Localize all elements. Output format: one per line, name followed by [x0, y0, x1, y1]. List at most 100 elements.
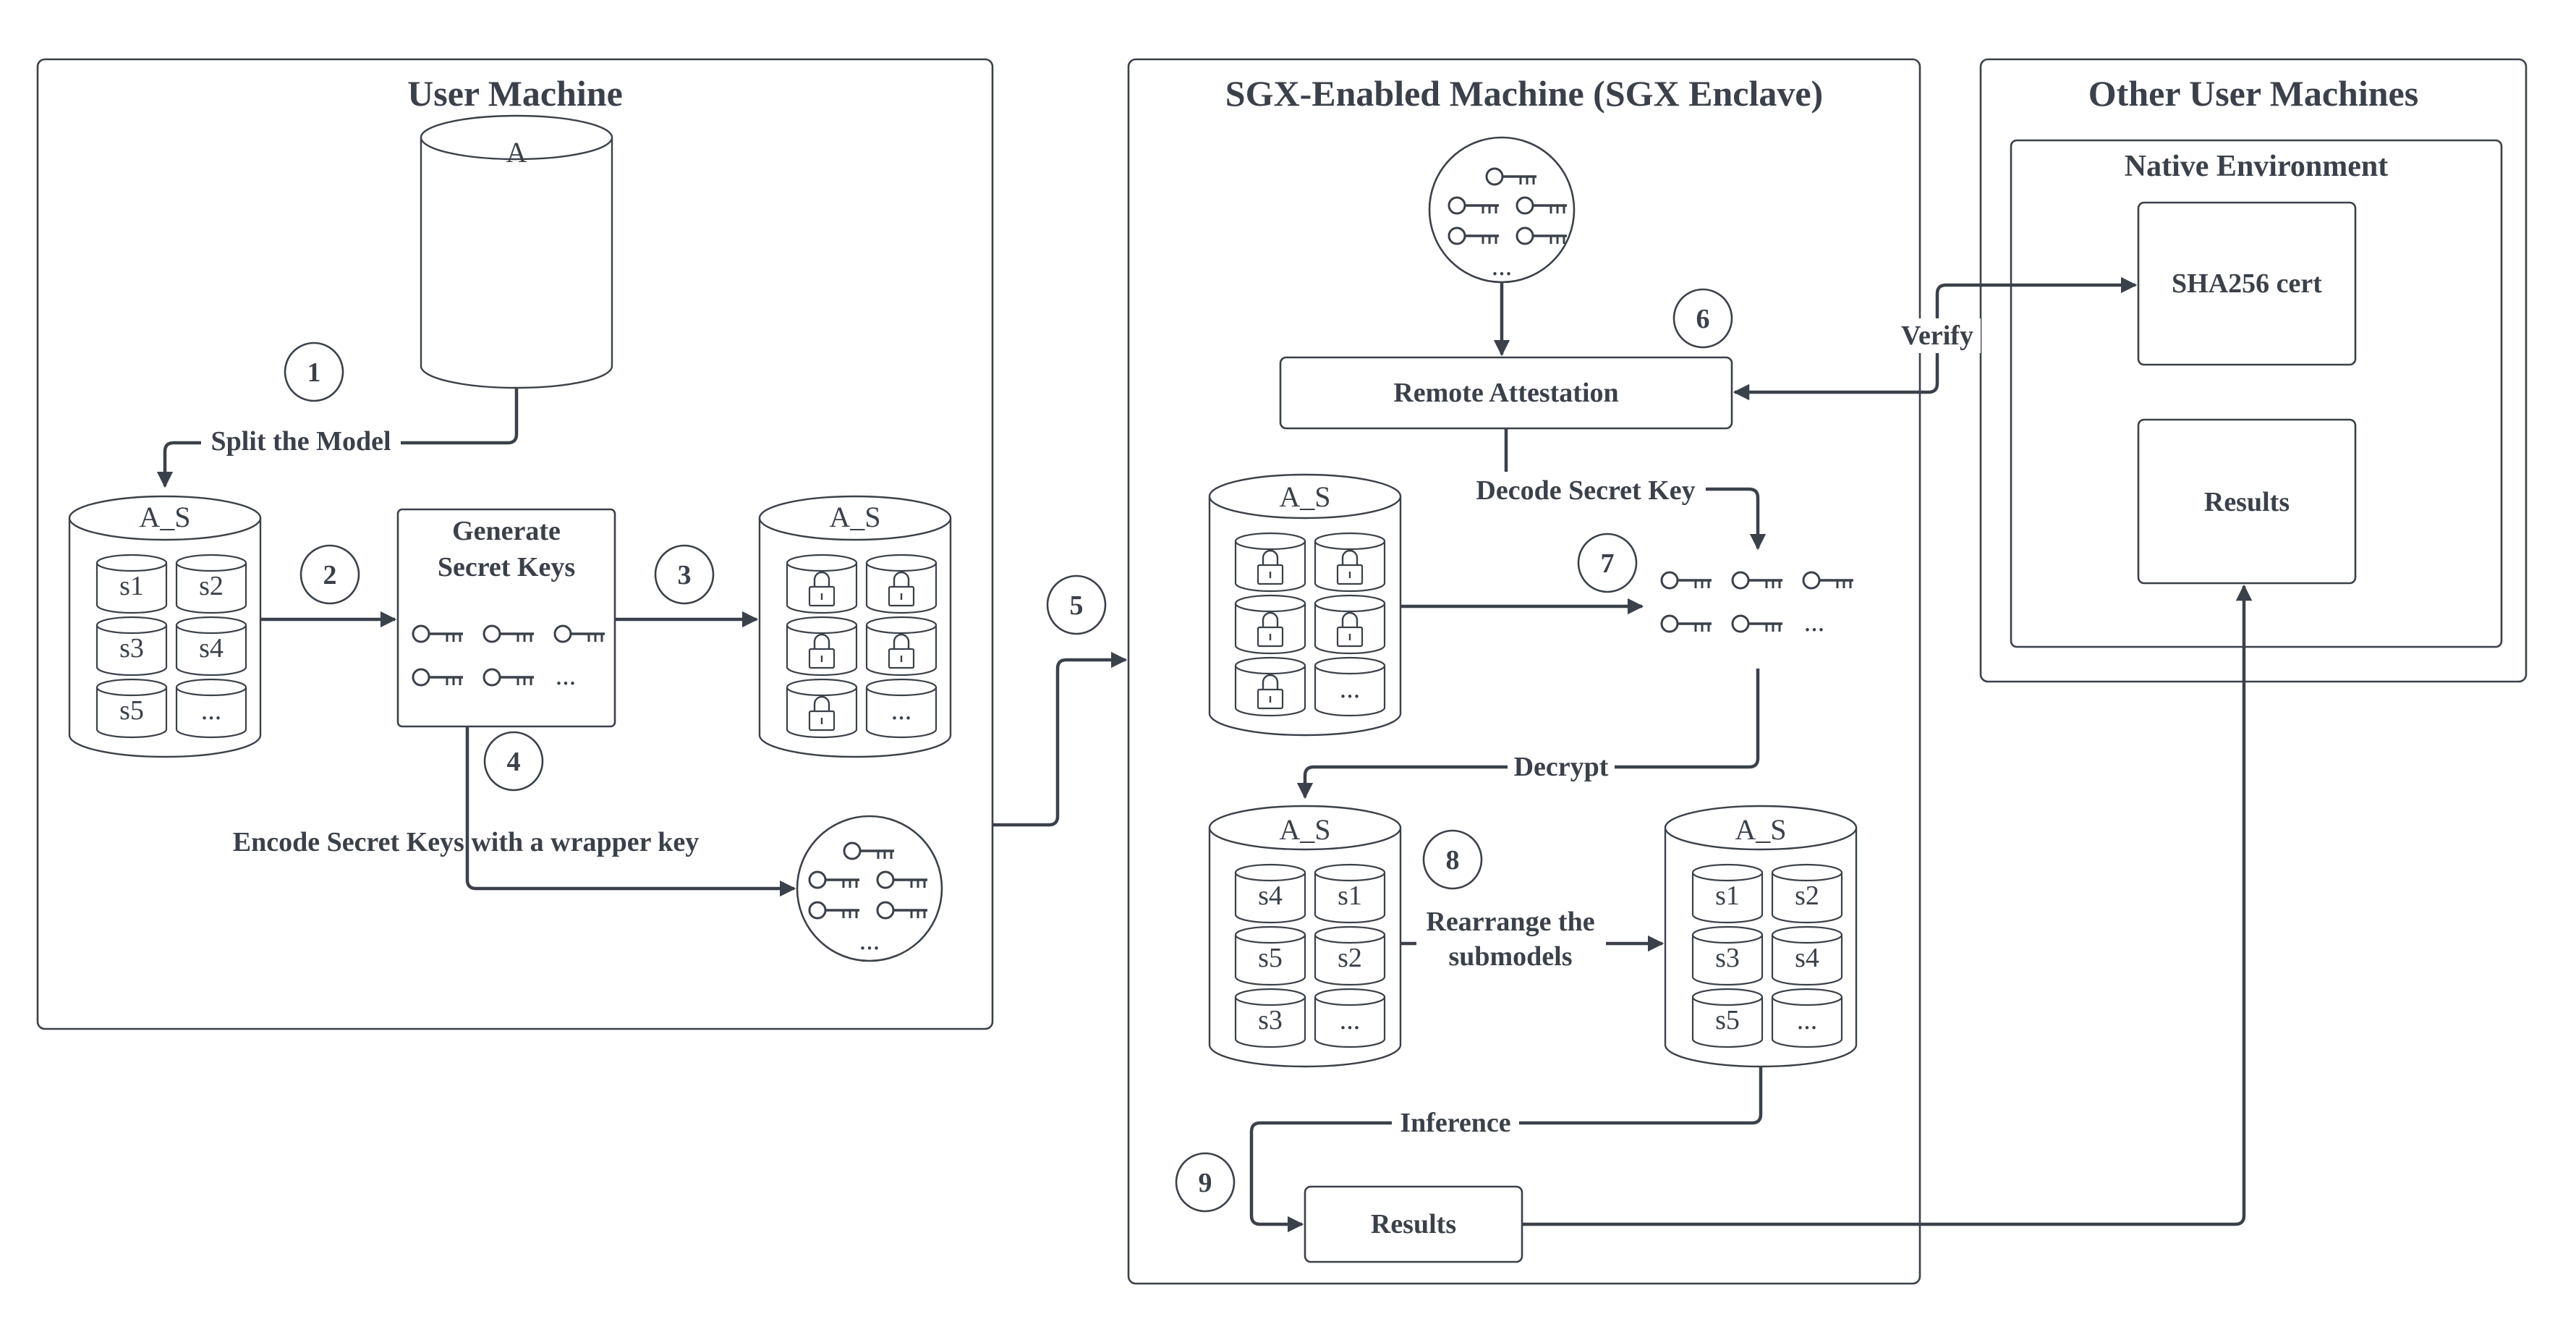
svg-text:s5: s5: [1258, 943, 1283, 973]
submodel-s1: s1: [95, 554, 168, 614]
sgx-machine-title: SGX-Enabled Machine (SGX Enclave): [1225, 73, 1823, 114]
step-9: 9: [1175, 1152, 1236, 1213]
a-s-label: A_S: [1279, 480, 1330, 513]
submodel-s4: s4: [1771, 925, 1843, 986]
submodel-more: ...: [1771, 988, 1843, 1048]
locked-submodel: [865, 554, 938, 614]
svg-text:...: ...: [1797, 1005, 1818, 1035]
locked-submodel: [865, 616, 938, 677]
svg-text:s3: s3: [1715, 943, 1740, 973]
enclave-results-label: Results: [1371, 1209, 1456, 1239]
svg-text:6: 6: [1696, 304, 1710, 334]
other-machines-title: Other User Machines: [2088, 73, 2418, 114]
locked-submodel: [1234, 656, 1306, 717]
step-3: 3: [654, 544, 715, 605]
a-s-cylinder-left: A_S s1 s2 s3 s4 s5 ...: [68, 495, 262, 758]
svg-text:1: 1: [307, 357, 321, 388]
svg-text:s5: s5: [1715, 1005, 1740, 1035]
step-8: 8: [1422, 829, 1483, 890]
edge-to-sgx: [992, 651, 1128, 827]
step-numbers: 1 2 3 4 5 6 7 8 9: [284, 288, 1733, 1213]
split-label: Split the Model: [211, 426, 391, 457]
svg-text:...: ...: [1492, 251, 1513, 281]
locked-submodel: [1234, 594, 1306, 655]
step-7: 7: [1577, 533, 1638, 593]
svg-text:...: ...: [1340, 674, 1361, 704]
svg-text:s4: s4: [1258, 881, 1283, 911]
decrypt-label: Decrypt: [1514, 752, 1609, 782]
svg-text:3: 3: [678, 560, 692, 590]
svg-text:s4: s4: [199, 633, 224, 664]
decode-label: Decode Secret Key: [1476, 475, 1695, 506]
verify-label: Verify: [1901, 321, 1973, 351]
submodel-more: ...: [1314, 656, 1386, 717]
locked-submodel: [786, 554, 858, 614]
svg-text:s2: s2: [1338, 943, 1362, 973]
submodel-s3: s3: [1234, 988, 1306, 1048]
generate-keys-label-1: Generate: [452, 516, 561, 546]
enclave-results-box: Results: [1304, 1185, 1523, 1263]
remote-attestation-label: Remote Attestation: [1393, 378, 1618, 408]
svg-text:s1: s1: [1338, 881, 1362, 911]
user-machine-title: User Machine: [407, 73, 623, 114]
step-1: 1: [284, 342, 344, 402]
edge-labels: Split the Model Encode Secret Keys with …: [201, 318, 1981, 1140]
decoded-keys-group: ...: [1660, 571, 1855, 637]
svg-text:s1: s1: [119, 571, 144, 601]
native-results-label: Results: [2204, 487, 2290, 517]
edge-results-to-native: [1522, 584, 2253, 1226]
a-s-cylinder-encrypted: A_S ...: [758, 495, 952, 758]
a-s-cylinder-rearranged: A_S s1 s2 s3 s4 s5 ...: [1664, 805, 1858, 1068]
wrapped-keys-circle: ...: [796, 815, 943, 962]
submodel-s2: s2: [1771, 863, 1843, 924]
locked-submodel: [786, 616, 858, 677]
sha256-cert-box: SHA256 cert: [2137, 201, 2357, 366]
svg-text:s3: s3: [119, 633, 144, 664]
generate-keys-label-2: Secret Keys: [438, 552, 575, 582]
svg-text:...: ...: [891, 695, 912, 726]
submodel-s5: s5: [1234, 925, 1306, 986]
submodel-s3: s3: [95, 616, 168, 677]
svg-text:...: ...: [1340, 1005, 1361, 1035]
a-s-label: A_S: [829, 501, 880, 533]
svg-text:4: 4: [507, 747, 521, 777]
locked-submodel: [786, 678, 858, 739]
locked-submodel: [1234, 532, 1306, 593]
svg-text:...: ...: [201, 695, 222, 726]
svg-text:8: 8: [1446, 845, 1460, 876]
svg-text:5: 5: [1070, 590, 1084, 621]
native-environment-title: Native Environment: [2125, 150, 2388, 183]
submodel-more: ...: [865, 678, 938, 739]
svg-text:s1: s1: [1715, 881, 1740, 911]
submodel-s1: s1: [1314, 863, 1386, 924]
step-4: 4: [483, 731, 544, 792]
submodel-s1: s1: [1691, 863, 1764, 924]
svg-text:9: 9: [1199, 1168, 1212, 1198]
submodel-s2: s2: [1314, 925, 1386, 986]
svg-text:s3: s3: [1258, 1005, 1283, 1035]
submodel-s3: s3: [1691, 925, 1764, 986]
a-s-label: A_S: [139, 501, 190, 533]
svg-text:...: ...: [859, 925, 880, 956]
model-a-cylinder: A: [420, 114, 613, 389]
submodel-s4: s4: [175, 616, 247, 677]
step-5: 5: [1046, 575, 1107, 635]
other-machines-panel: Other User Machines Native Environment: [1979, 58, 2528, 683]
step-6: 6: [1672, 288, 1733, 349]
svg-text:s2: s2: [1795, 881, 1819, 911]
submodel-s5: s5: [95, 678, 168, 739]
enclave-keys-circle: ...: [1428, 136, 1576, 284]
sha256-cert-label: SHA256 cert: [2172, 268, 2322, 299]
locked-submodel: [1314, 594, 1386, 655]
remote-attestation-box: Remote Attestation: [1279, 356, 1733, 430]
a-s-cylinder-enclave: A_S ...: [1208, 473, 1402, 737]
svg-text:2: 2: [323, 560, 337, 590]
svg-text:s4: s4: [1795, 943, 1819, 973]
keys-ellipsis: ...: [556, 661, 577, 691]
generate-keys-box: Generate Secret Keys ...: [396, 508, 616, 728]
rearrange-label-2: submodels: [1448, 941, 1572, 972]
edge-inference: [1249, 1067, 1763, 1233]
edge-encode: [465, 726, 796, 897]
step-2: 2: [299, 544, 360, 605]
